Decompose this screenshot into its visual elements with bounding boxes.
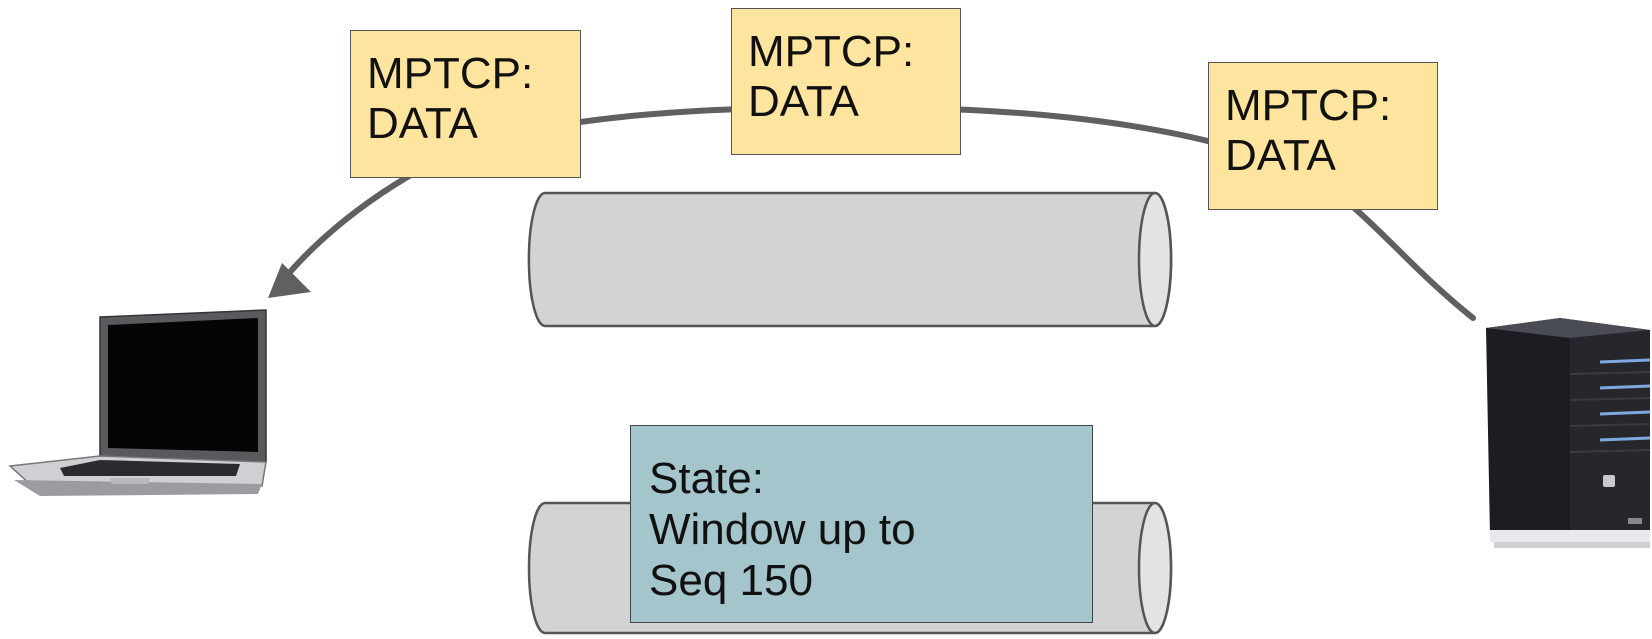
packet-label-line1: MPTCP: [1225,81,1392,130]
state-box: State: Window up to Seq 150 [630,425,1093,623]
state-line2: Window up to [649,505,916,554]
packet-label-line1: MPTCP: [748,27,915,76]
state-line1: State: [649,454,764,503]
packet-label-line2: DATA [748,77,859,126]
arrowhead [268,263,311,298]
laptop-icon [8,309,267,496]
packet-label-line2: DATA [367,99,478,148]
packet-label-left: MPTCP: DATA [350,30,581,178]
packet-label-right: MPTCP: DATA [1208,62,1438,210]
packet-label-line2: DATA [1225,131,1336,180]
state-line3: Seq 150 [649,556,813,605]
packet-label-line1: MPTCP: [367,49,534,98]
packet-label-middle: MPTCP: DATA [731,8,961,155]
subflow-pipe-top [527,191,1173,328]
server-icon [1486,318,1651,548]
